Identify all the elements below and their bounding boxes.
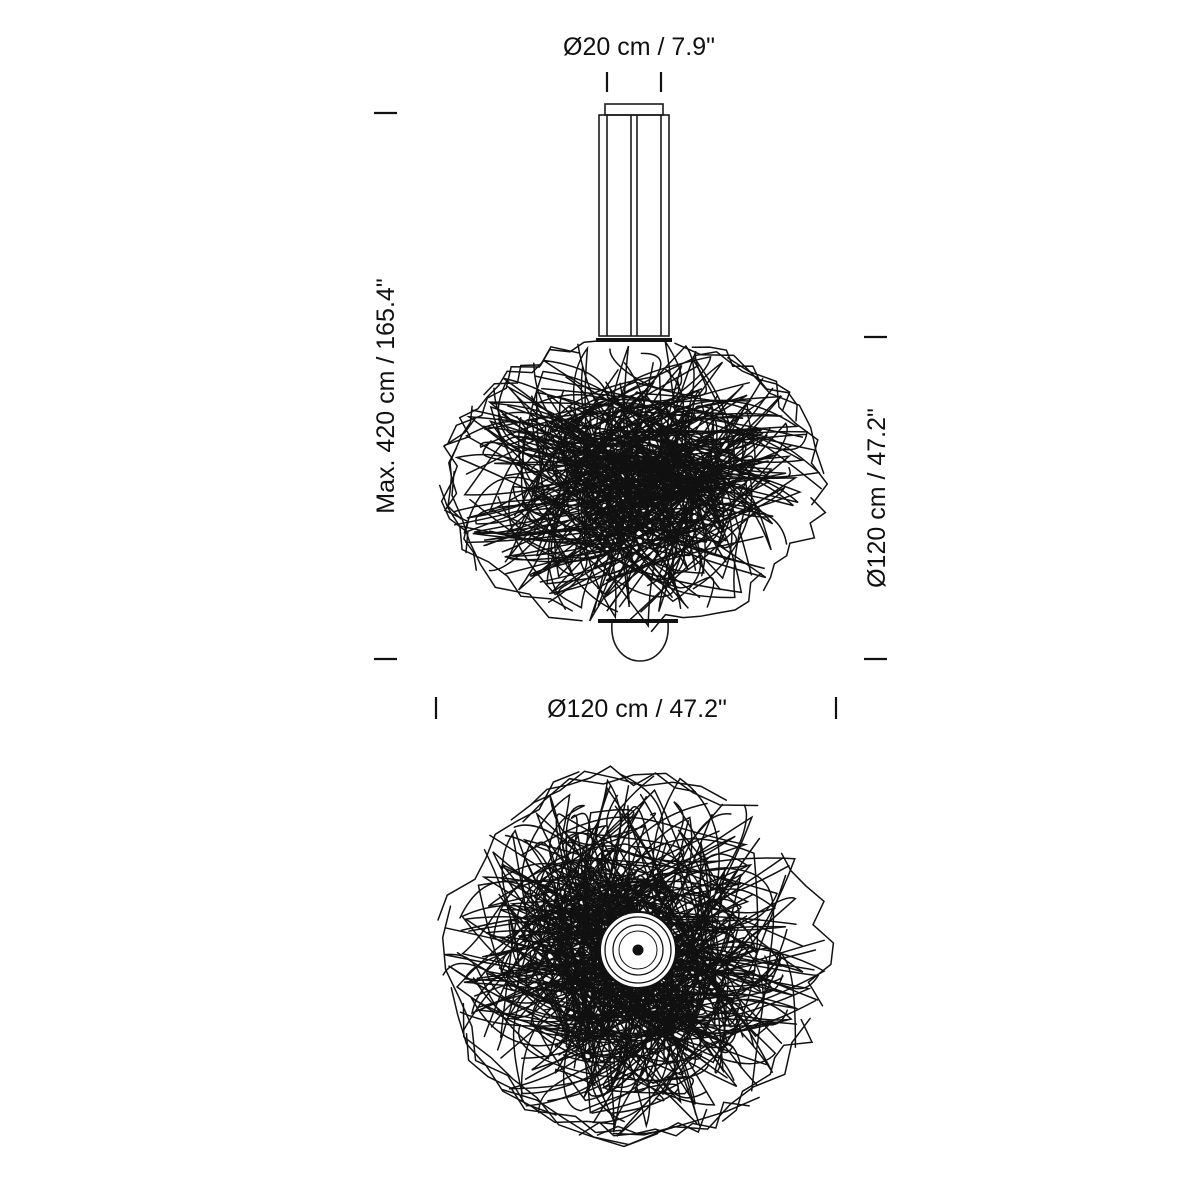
wire-rim-loop bbox=[530, 765, 696, 806]
wire-rim-loop bbox=[727, 357, 829, 506]
suspension-rods bbox=[598, 114, 670, 337]
wire-rim-loop bbox=[462, 1002, 659, 1148]
wire-rim-loop bbox=[674, 342, 825, 475]
wire-strand bbox=[542, 433, 807, 495]
center-socket-icon bbox=[599, 911, 677, 989]
wire-strand bbox=[517, 396, 808, 570]
wire-strand bbox=[539, 940, 755, 1106]
wire-rim-loop bbox=[596, 1101, 750, 1137]
wire-rim-loop bbox=[441, 905, 557, 1116]
wire-rim-loop bbox=[722, 1018, 814, 1122]
wire-strand bbox=[474, 806, 740, 1022]
wire-rim-loop bbox=[650, 572, 762, 633]
wire-rim-loop bbox=[522, 772, 759, 823]
wire-strand bbox=[525, 974, 698, 1107]
wire-strand bbox=[470, 405, 700, 536]
wire-strand bbox=[508, 867, 579, 969]
wire-rim-loop bbox=[465, 1032, 622, 1134]
wire-rim-loop bbox=[447, 345, 580, 444]
bulb-icon bbox=[611, 622, 669, 662]
wire-rim-loop bbox=[612, 1017, 811, 1136]
shade-height-label: Ø120 cm / 47.2" bbox=[863, 408, 891, 588]
wire-strand bbox=[543, 898, 740, 1069]
wire-strand bbox=[501, 405, 705, 610]
pendant-side-view bbox=[438, 103, 829, 662]
wire-strand bbox=[497, 380, 799, 576]
wire-strand bbox=[454, 418, 702, 603]
wire-rim-loop bbox=[451, 470, 583, 622]
wire-rim-loop bbox=[437, 771, 580, 921]
wire-rim-loop bbox=[501, 1088, 760, 1146]
canopy-cap bbox=[604, 103, 664, 116]
wire-strand bbox=[482, 356, 735, 581]
wire-strand bbox=[522, 405, 726, 529]
wire-strand bbox=[646, 395, 753, 590]
max-height-label: Max. 420 cm / 165.4" bbox=[372, 278, 400, 513]
wire-rim-loop bbox=[695, 351, 798, 422]
wire-strand bbox=[529, 364, 700, 546]
wire-rim-loop bbox=[450, 987, 617, 1125]
wire-strand bbox=[477, 849, 674, 1036]
wire-strand bbox=[442, 857, 650, 1010]
wire-strand bbox=[463, 436, 754, 572]
wire-strand bbox=[539, 824, 793, 1030]
wire-rim-loop bbox=[762, 497, 827, 592]
wire-rim-loop bbox=[443, 360, 545, 447]
wire-strand bbox=[516, 396, 753, 585]
wire-rim-loop bbox=[447, 405, 473, 520]
wire-strand bbox=[517, 440, 773, 591]
wire-rim-loop bbox=[510, 770, 728, 821]
wire-shade-side bbox=[438, 339, 829, 633]
pendant-top-view bbox=[437, 765, 835, 1148]
wire-strand bbox=[507, 491, 692, 589]
wire-strand bbox=[562, 990, 701, 1127]
shade-width-label: Ø120 cm / 47.2" bbox=[547, 695, 727, 723]
wire-strand bbox=[601, 902, 739, 1089]
wire-strand bbox=[600, 406, 788, 578]
dimension-ticks bbox=[374, 72, 887, 719]
wire-rim-loop bbox=[780, 852, 835, 1007]
wire-rim-loop bbox=[578, 1108, 708, 1137]
canopy-diameter-label: Ø20 cm / 7.9" bbox=[563, 33, 715, 61]
wire-rim-loop bbox=[691, 346, 791, 412]
wire-strand bbox=[579, 390, 823, 523]
wire-strand bbox=[551, 365, 691, 446]
wire-strand bbox=[574, 441, 682, 538]
